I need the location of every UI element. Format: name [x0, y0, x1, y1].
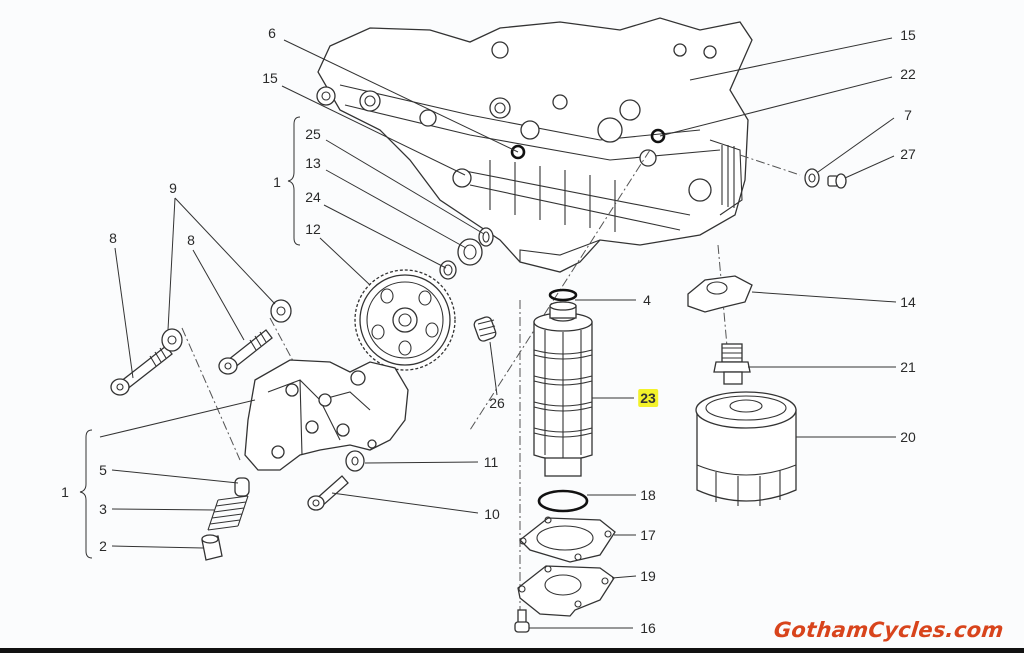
callout-25[interactable]: 25 [305, 126, 321, 142]
cover-screw-16 [514, 609, 530, 633]
group-brace-top [287, 116, 301, 246]
callout-18[interactable]: 18 [640, 487, 656, 503]
screw-8-left [110, 345, 173, 396]
sealing-washer-7 [804, 168, 820, 188]
callout-9[interactable]: 9 [169, 180, 177, 196]
callout-13[interactable]: 13 [305, 155, 321, 171]
callout-3[interactable]: 3 [99, 501, 107, 517]
watermark-logo: GothamCycles.com [773, 618, 1006, 642]
callout-19[interactable]: 19 [640, 568, 656, 584]
screw-10 [307, 475, 349, 511]
callout-8-left[interactable]: 8 [109, 230, 117, 246]
washer-11 [345, 450, 365, 472]
callout-11[interactable]: 11 [483, 454, 499, 470]
callout-10[interactable]: 10 [484, 506, 500, 522]
callout-15-right[interactable]: 15 [900, 27, 916, 43]
group-brace-bottom [79, 429, 93, 559]
callout-5[interactable]: 5 [99, 462, 107, 478]
circlip-25 [478, 227, 494, 247]
screw-8-right [218, 329, 273, 375]
callout-14[interactable]: 14 [900, 294, 916, 310]
callout-4[interactable]: 4 [643, 292, 651, 308]
callout-8-right[interactable]: 8 [187, 232, 195, 248]
callout-24[interactable]: 24 [305, 189, 321, 205]
oil-pump-body [244, 359, 409, 471]
callout-20[interactable]: 20 [900, 429, 916, 445]
callout-26[interactable]: 26 [489, 395, 505, 411]
washer-9-left [161, 328, 183, 352]
callout-21[interactable]: 21 [900, 359, 916, 375]
callout-7[interactable]: 7 [904, 107, 912, 123]
oil-filter-strainer-23 [533, 301, 593, 477]
spring-3 [207, 495, 249, 531]
callout-6[interactable]: 6 [268, 25, 276, 41]
o-ring-18 [537, 489, 589, 513]
washer-9-right [270, 299, 292, 323]
callout-22[interactable]: 22 [900, 66, 916, 82]
valve-piston-5 [234, 477, 250, 497]
nipple-21 [713, 343, 751, 385]
plate-14 [687, 275, 753, 313]
callout-12[interactable]: 12 [305, 221, 321, 237]
o-ring-4 [548, 288, 578, 302]
bottom-border-bar [0, 648, 1024, 653]
callout-23-highlighted[interactable]: 23 [638, 389, 658, 407]
callout-15-left[interactable]: 15 [262, 70, 278, 86]
drain-plug-27 [827, 173, 847, 189]
callout-17[interactable]: 17 [640, 527, 656, 543]
dowel-26 [473, 316, 497, 342]
leader-lines [99, 37, 897, 629]
gasket-17 [519, 516, 616, 563]
bearing-13 [457, 238, 483, 266]
callout-27[interactable]: 27 [900, 146, 916, 162]
crankcase-drawing [316, 17, 753, 273]
callout-2[interactable]: 2 [99, 538, 107, 554]
callout-16[interactable]: 16 [640, 620, 656, 636]
retaining-ring-24 [439, 260, 457, 280]
group-label-1-top[interactable]: 1 [273, 174, 281, 190]
plug-2 [201, 534, 223, 561]
cover-19 [517, 565, 615, 617]
group-label-1-bottom[interactable]: 1 [61, 484, 69, 500]
oil-filter-cartridge-20 [695, 391, 797, 506]
oil-pump-gear-12 [354, 269, 456, 371]
